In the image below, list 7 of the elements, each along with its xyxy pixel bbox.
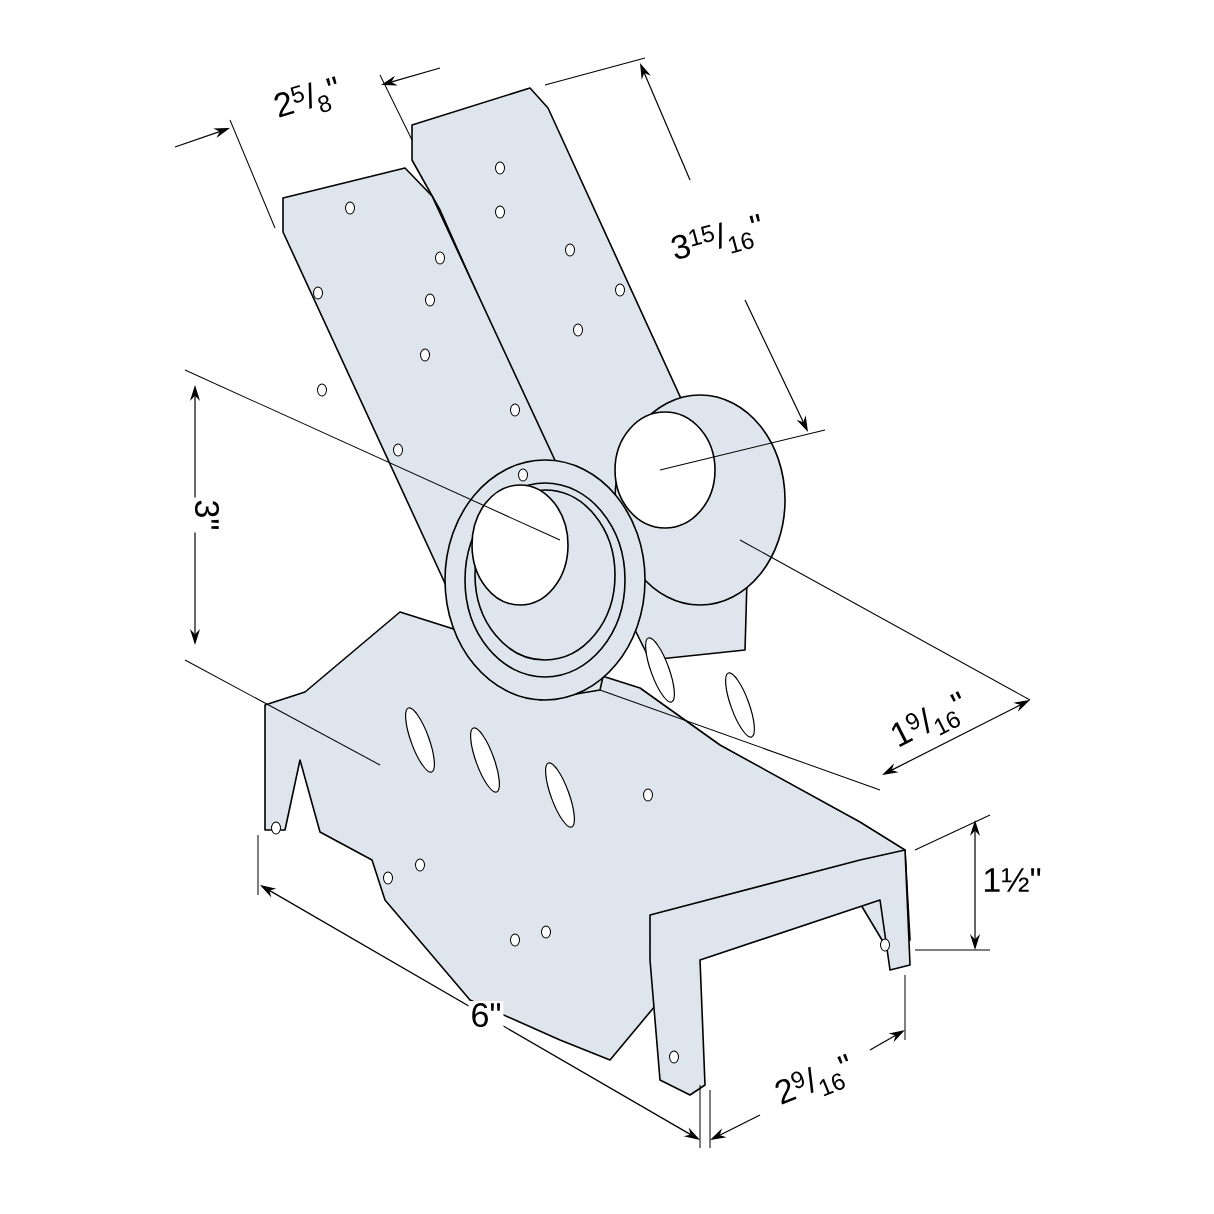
dimension-label: 3" <box>192 497 222 533</box>
dimension-label: 6" <box>468 1000 504 1030</box>
dimension-label: 1$^{9}$/$_{16}$" <box>883 685 977 759</box>
dimension-label: 3$^{15}$/$_{16}$" <box>665 209 771 271</box>
dimension-label: 2$^{5}$/$_{8}$" <box>268 71 348 129</box>
dimension-label: 2$^{9}$/$_{16}$" <box>768 1048 862 1116</box>
dimension-label: 1½" <box>980 866 1044 894</box>
